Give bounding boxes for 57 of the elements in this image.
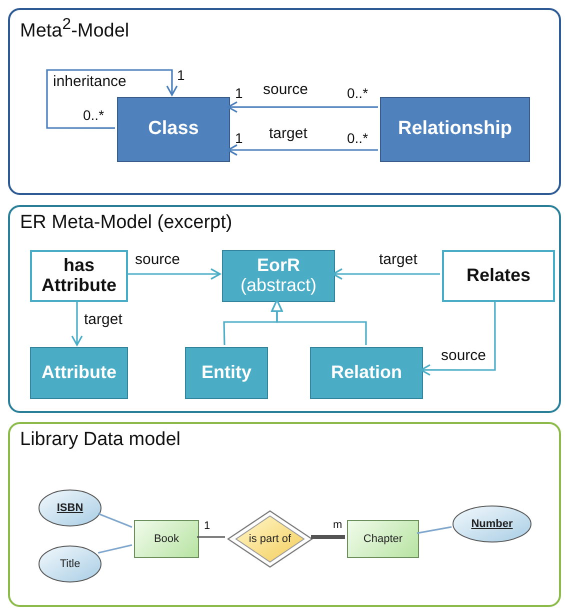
- panel-heading: Meta$^{2}$-Model: [20, 16, 130, 42]
- arrow: [227, 144, 378, 156]
- panel: [8, 8, 561, 195]
- multiplicity-label: 0..*: [346, 131, 370, 146]
- entity-name: Chapter: [363, 532, 403, 546]
- arrow: [271, 299, 367, 345]
- attribute-name: Title: [60, 558, 80, 570]
- edge-label: target: [378, 252, 418, 268]
- arrow: [46, 69, 178, 129]
- arrow: [126, 268, 221, 280]
- arrow: [227, 101, 378, 113]
- class-box: [30, 347, 128, 399]
- panel: [8, 205, 561, 413]
- multiplicity-label: 1: [234, 131, 244, 146]
- entity-box: [134, 520, 199, 558]
- connector-line: [416, 526, 452, 534]
- class-name: Attribute: [42, 363, 116, 383]
- class-box: [442, 250, 555, 302]
- class-box: [310, 347, 423, 399]
- class-name: Entity: [201, 363, 252, 383]
- entity-name: Book: [154, 532, 180, 546]
- connector-line: [98, 512, 132, 528]
- key-attribute-ellipse: [38, 489, 102, 527]
- arrow: [71, 300, 83, 346]
- panel-heading: ER Meta-Model (excerpt): [20, 213, 232, 234]
- multiplicity-label: 0..*: [82, 108, 106, 124]
- panel: [8, 422, 561, 607]
- class-name: Relationship: [398, 119, 512, 140]
- connector-line: [98, 544, 132, 554]
- class-name: Relation: [330, 363, 402, 383]
- class-box: [185, 347, 268, 399]
- class-box: [380, 97, 530, 162]
- class-box: [222, 250, 335, 302]
- entity-box: [347, 520, 419, 558]
- class-name: Class: [148, 119, 199, 140]
- class-box: [117, 97, 230, 162]
- multiplicity-label: 1: [176, 68, 186, 84]
- class-name: Relates: [466, 266, 531, 286]
- class-name: has Attribute: [40, 256, 118, 296]
- key-attribute-ellipse: [452, 505, 532, 543]
- edge-label: target: [268, 126, 308, 142]
- edge-label: target: [83, 312, 124, 328]
- connector-line: [311, 535, 345, 539]
- class-name: EorR: [256, 256, 300, 276]
- multiplicity-label: 0..*: [346, 86, 370, 102]
- arrow: [420, 300, 496, 376]
- relationship-name: is part of: [248, 532, 292, 546]
- connector-line: [197, 536, 225, 538]
- attribute-name: ISBN: [56, 502, 84, 514]
- class-name: (abstract): [240, 276, 317, 296]
- multiplicity-label: 1: [234, 86, 244, 102]
- attribute-ellipse: [38, 545, 102, 583]
- panel-heading: Library Data model: [20, 430, 181, 451]
- class-box: [30, 250, 128, 302]
- attribute-name: Number: [471, 518, 513, 530]
- relationship-diamond: [227, 510, 313, 568]
- arrow: [332, 268, 440, 280]
